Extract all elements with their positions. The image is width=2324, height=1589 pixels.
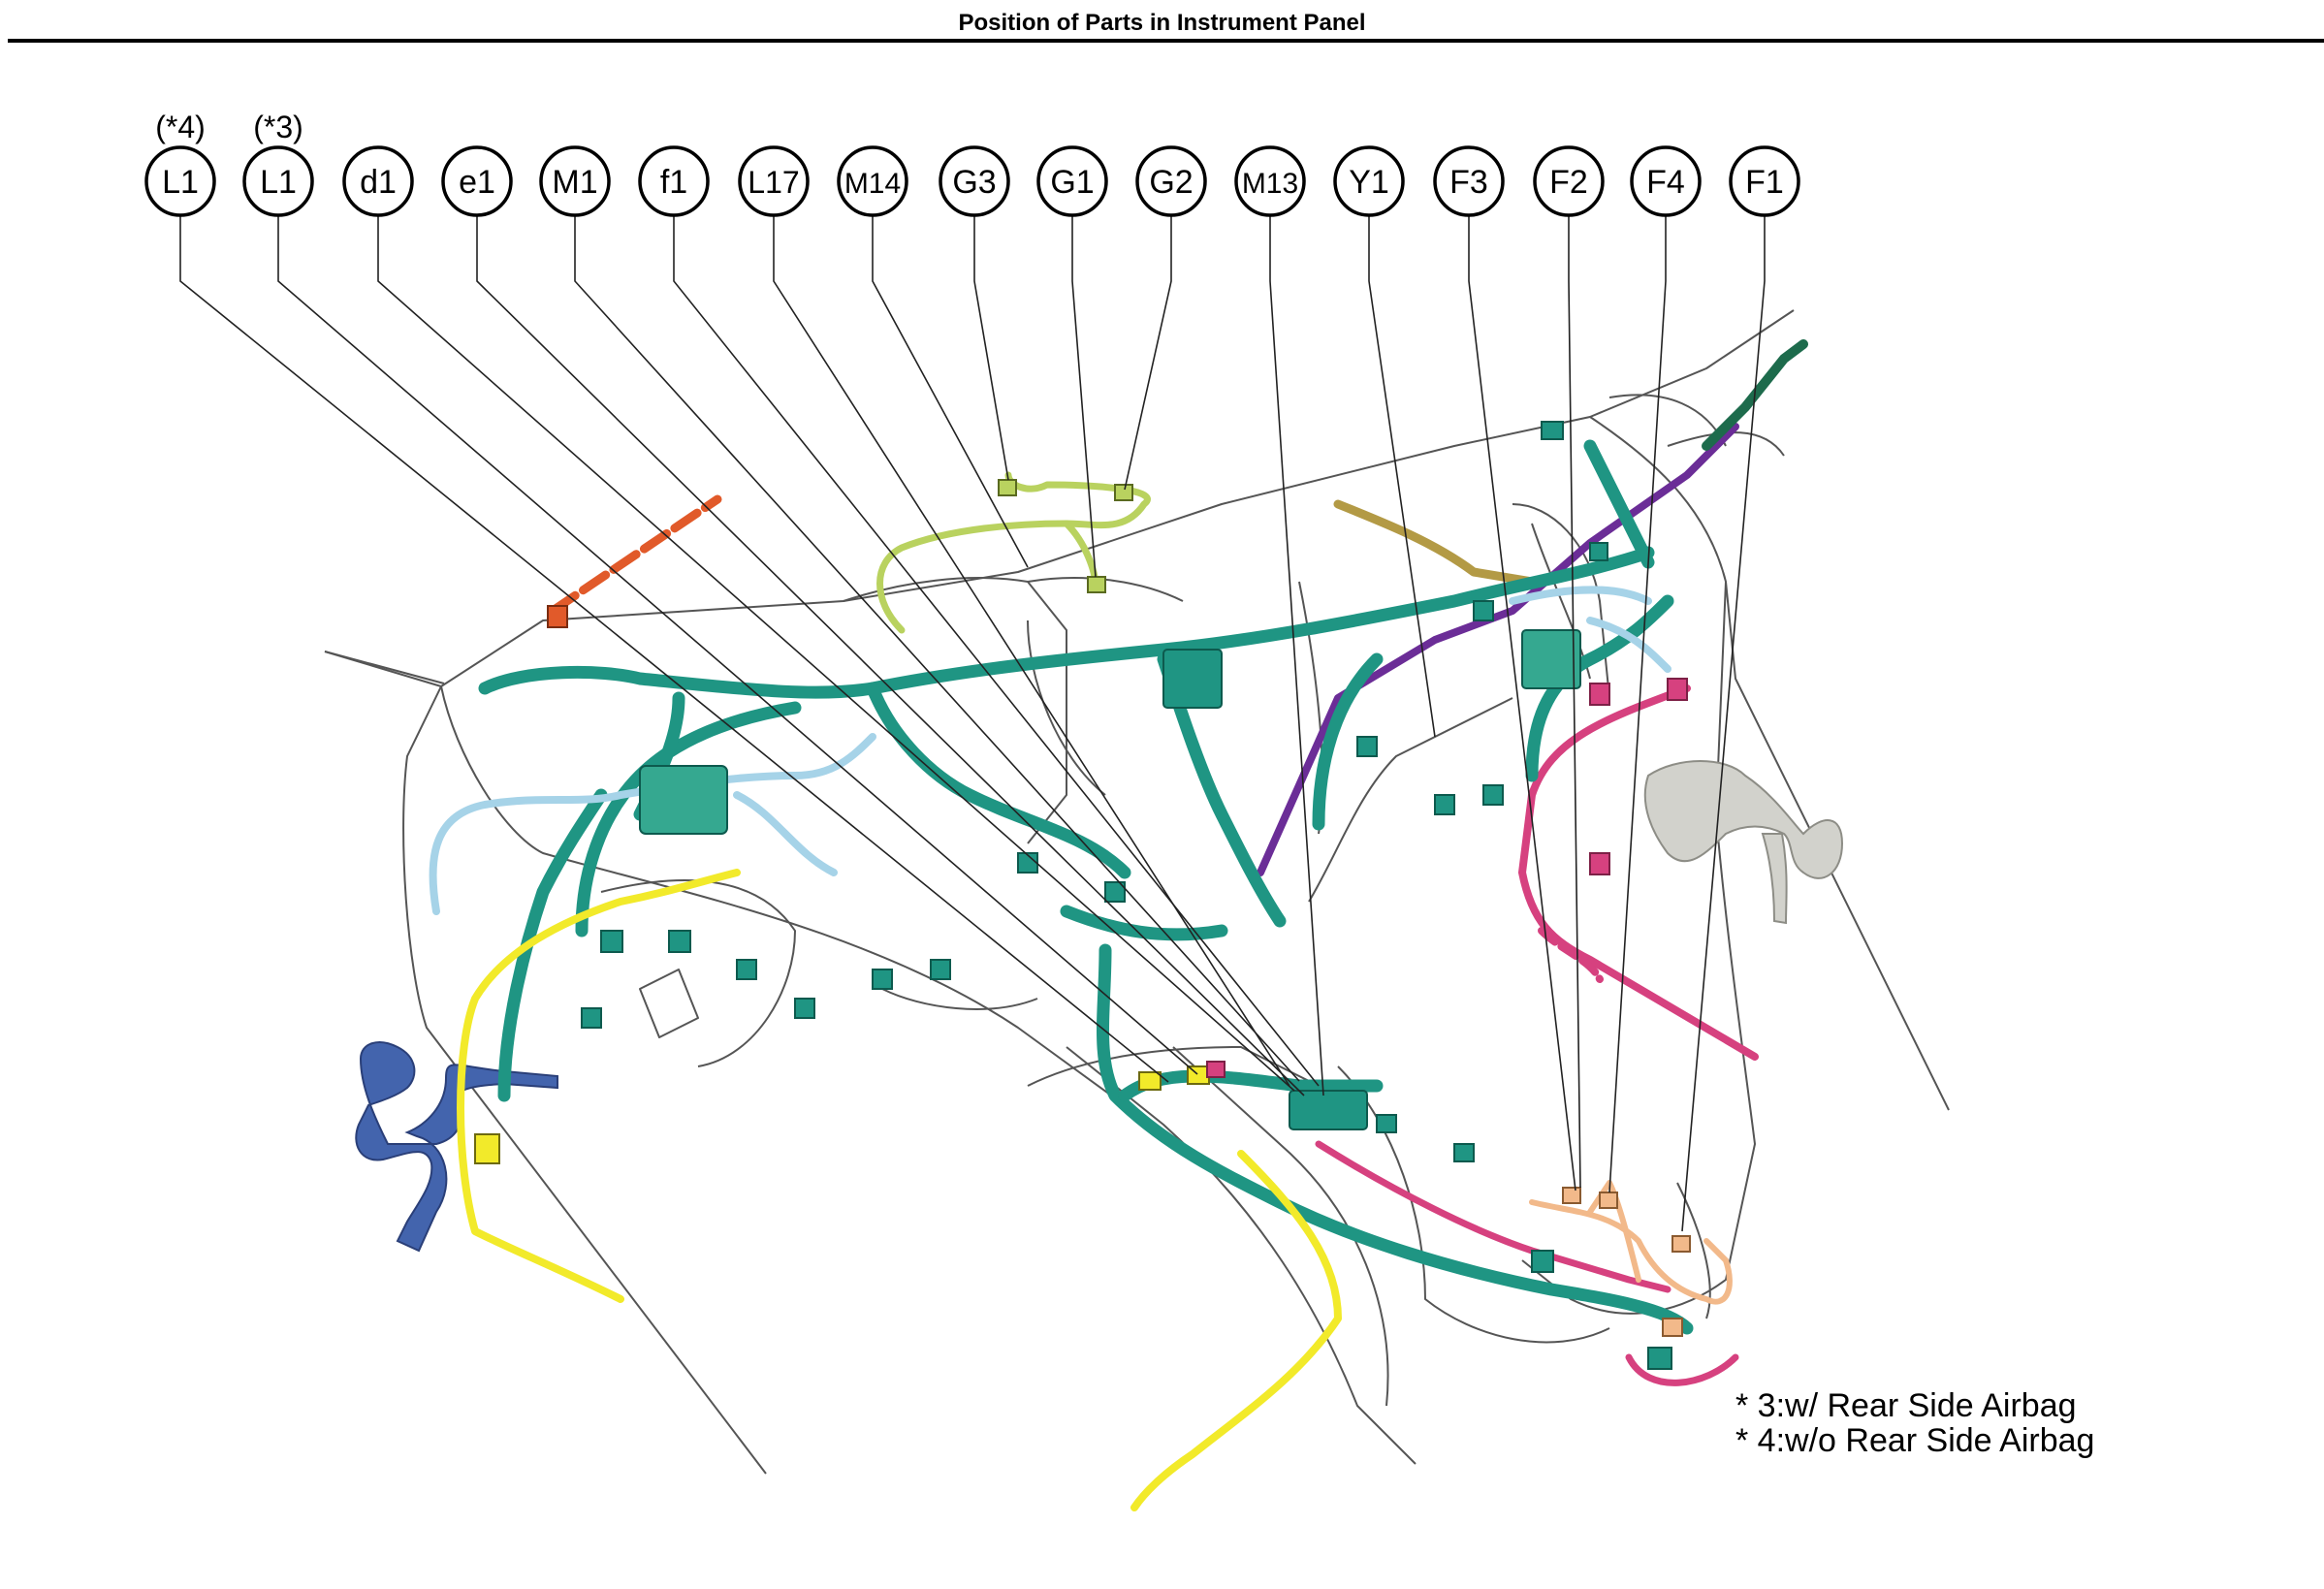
leader-L17 (773, 204, 1290, 1087)
footnote-4: * 4:w/o Rear Side Airbag (1735, 1422, 2095, 1459)
label-variant: (*3) (253, 110, 303, 144)
leader-M1 (574, 204, 1300, 1082)
leader-L1-4 (179, 204, 1169, 1083)
leader-F1 (1681, 204, 1766, 1232)
label-L1-w-o-rear-side-airbag: (*4) L1 (144, 110, 216, 217)
left-blue-duct (355, 1041, 558, 1253)
leader-F4 (1608, 204, 1667, 1193)
leader-F3 (1468, 204, 1576, 1192)
label-d1: d1 (342, 145, 414, 217)
label-id: L17 (748, 165, 799, 200)
label-id: F3 (1449, 164, 1488, 201)
leader-M14 (872, 204, 1029, 568)
leader-G2 (1124, 204, 1172, 491)
peach-harness (1529, 1180, 1733, 1305)
leader-F2 (1568, 204, 1581, 1189)
leader-f1 (673, 204, 1320, 1087)
title-rule (8, 39, 2324, 43)
pink-harness (1518, 684, 1759, 1061)
leader-L1-3 (277, 204, 1198, 1075)
label-f1: f1 (638, 145, 710, 217)
leader-M13 (1269, 204, 1324, 1096)
label-id: G3 (952, 164, 996, 201)
label-id: M13 (1242, 168, 1298, 200)
label-id: L1 (260, 164, 297, 201)
label-F2: F2 (1533, 145, 1605, 217)
label-id: M1 (552, 164, 597, 201)
label-variant: (*4) (155, 110, 206, 144)
label-e1: e1 (441, 145, 513, 217)
label-id: M14 (844, 168, 901, 200)
light-blue-harness (429, 586, 1671, 915)
label-id: f1 (660, 164, 687, 201)
label-L17: L17 (738, 145, 810, 217)
leader-e1 (476, 204, 1305, 1096)
leader-Y1 (1368, 204, 1436, 738)
label-F1: F1 (1729, 145, 1800, 217)
label-G1: G1 (1036, 145, 1108, 217)
label-M14: M14 (837, 145, 908, 217)
lime-harness (876, 471, 1151, 634)
leader-d1 (377, 204, 1295, 1092)
yellow-harness (457, 869, 1342, 1511)
leader-G3 (973, 204, 1009, 481)
label-G3: G3 (939, 145, 1010, 217)
connector-blocks (581, 421, 1672, 1370)
label-id: F2 (1549, 164, 1588, 201)
label-id: G2 (1149, 164, 1193, 201)
footnote-3: * 3:w/ Rear Side Airbag (1735, 1387, 2077, 1424)
label-G2: G2 (1135, 145, 1207, 217)
label-Y1: Y1 (1333, 145, 1405, 217)
right-grey-duct (1643, 760, 1844, 925)
label-id: e1 (459, 164, 495, 201)
purple-harness (1257, 423, 1739, 876)
label-M13: M13 (1234, 145, 1306, 217)
orange-harness (548, 494, 722, 616)
label-id: F1 (1745, 164, 1784, 201)
label-M1: M1 (539, 145, 611, 217)
label-id: F4 (1646, 164, 1685, 201)
page-title: Position of Parts in Instrument Panel (958, 10, 1366, 36)
label-id: L1 (162, 164, 199, 201)
label-id: G1 (1050, 164, 1094, 201)
connector-labels: (*4) L1 (*3) L1 d1 e1 M1 f1 L17 (144, 110, 1800, 217)
label-F4: F4 (1630, 145, 1702, 217)
label-id: d1 (360, 164, 397, 201)
footnotes: * 3:w/ Rear Side Airbag * 4:w/o Rear Sid… (1735, 1388, 2094, 1458)
label-id: Y1 (1349, 164, 1389, 201)
label-F3: F3 (1433, 145, 1505, 217)
olive-harness (1333, 499, 1537, 587)
leader-G1 (1071, 204, 1097, 578)
leader-lines (179, 204, 1766, 1232)
label-L1-w-rear-side-airbag: (*3) L1 (242, 110, 314, 217)
